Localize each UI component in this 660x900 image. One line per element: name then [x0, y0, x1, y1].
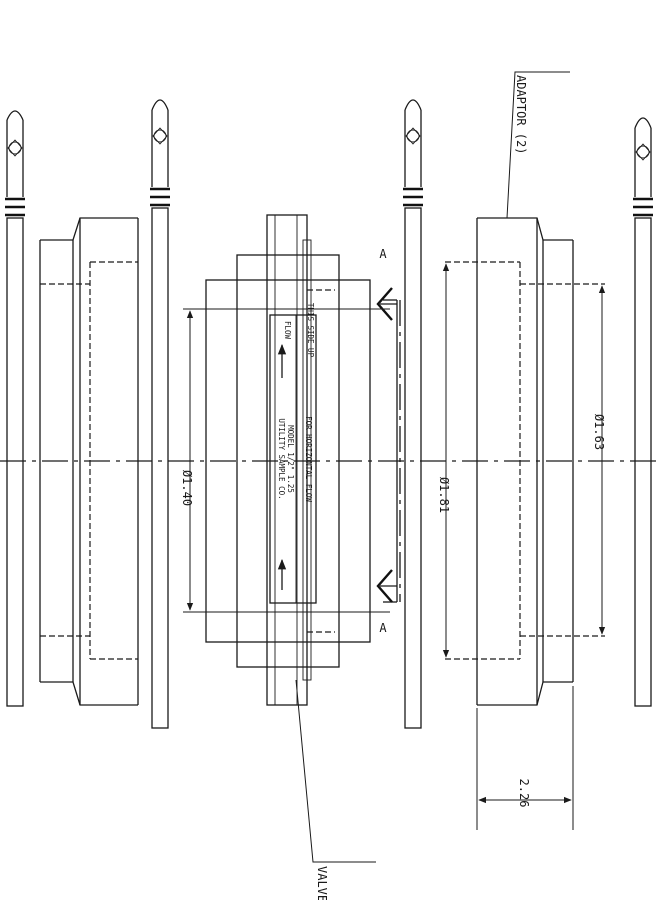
- section-mark-top: A: [379, 247, 387, 261]
- dimension-dia-adaptor-outer: Ø1.81: [437, 263, 451, 658]
- tie-bolt-1: [5, 110, 25, 707]
- section-mark-bottom: A: [379, 621, 387, 635]
- adaptor-callout: ADAPTOR (2): [506, 71, 570, 219]
- valve-body-label: VALVE BODY: [315, 866, 329, 900]
- valve-body-callout: VALVE BODY: [295, 679, 376, 900]
- length-adaptor-label: 2.26: [517, 779, 531, 808]
- nameplate-line-1: FLOW: [283, 321, 292, 340]
- nameplate-line-5: THIS SIDE UP: [306, 303, 315, 358]
- dimension-dia-valve: Ø1.40: [180, 308, 390, 613]
- tie-bolt-2: [150, 99, 170, 729]
- dimension-length-adaptor: 2.26: [476, 686, 574, 830]
- dia-valve-label: Ø1.40: [180, 470, 194, 506]
- nameplate-line-3: MODEL 1/2" 1.25: [286, 425, 295, 493]
- tie-bolt-4: [633, 117, 653, 707]
- nameplate-line-2: UTILITY SAMPLE CO.: [277, 418, 286, 499]
- dia-adaptor-outer-label: Ø1.81: [437, 477, 451, 513]
- tie-bolt-3: [403, 99, 423, 729]
- dimension-dia-adaptor-inner: Ø1.63: [592, 285, 606, 635]
- section-a-a: A A: [376, 247, 401, 635]
- nameplate-line-4: FOR HORIZONTAL FLOW: [304, 416, 313, 502]
- dia-adaptor-inner-label: Ø1.63: [592, 414, 606, 450]
- adaptor-label: ADAPTOR (2): [514, 75, 528, 154]
- valve-body: [205, 214, 371, 706]
- nameplate: UTILITY SAMPLE CO. MODEL 1/2" 1.25 FOR H…: [269, 303, 317, 604]
